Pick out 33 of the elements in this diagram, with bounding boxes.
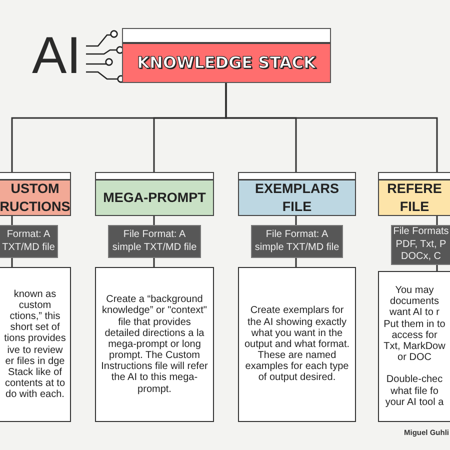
header-title: EXEMPLARS FILE (254, 180, 340, 216)
format-text: Format: A TXT/MD file (1, 229, 56, 254)
title-window (122, 28, 331, 83)
header-window (378, 172, 450, 216)
format-text: File Format: A simple TXT/MD file (111, 229, 198, 254)
connector-line (153, 216, 155, 225)
header-title: REFERE FILE (386, 180, 443, 216)
connector-line (153, 258, 155, 267)
description-text: You may documents want AI to r Put them in to access for Txt, MarkDow or DOC (383, 285, 446, 364)
header-window (0, 172, 71, 216)
format-text: File Formats PDF, Txt, P DOCx, C (392, 226, 450, 264)
connector-line (11, 258, 13, 267)
description-text: Create exemplars for the AI showing exactly what you want in the output and what format. These are named examples for each type of output desired. (243, 305, 351, 384)
description-card (238, 267, 356, 422)
description-card (95, 267, 214, 422)
header-title: MEGA-PROMPT (103, 189, 206, 207)
header-window (95, 172, 214, 216)
ai-lettering: AI (32, 28, 82, 84)
description-text: Create a “background knowledge” or "context" file that provides detailed directions a la mega-prompt or long prompt. The Custom Instructions file will refer the AI to this mega-prompt. (100, 294, 209, 395)
connector-line (225, 83, 438, 172)
description-card (0, 267, 71, 422)
header-title: USTOM RUCTIONS (0, 180, 70, 216)
description-card (378, 271, 450, 422)
connector-line (295, 216, 297, 225)
connector-line (295, 258, 297, 267)
title-text: KNOWLEDGE STACK (137, 53, 316, 72)
format-text: File Format: A simple TXT/MD file (254, 229, 340, 254)
description-text: Double-chec what file fo your AI tool a (384, 374, 445, 408)
connector-line (436, 216, 438, 225)
connector-line (436, 265, 438, 271)
description-text: known as custom ctions,” this short set of tions provides ive to review er files in dge Stack like of contents at to do with each. (4, 288, 66, 400)
connector-line (11, 216, 13, 225)
header-window (238, 172, 356, 216)
